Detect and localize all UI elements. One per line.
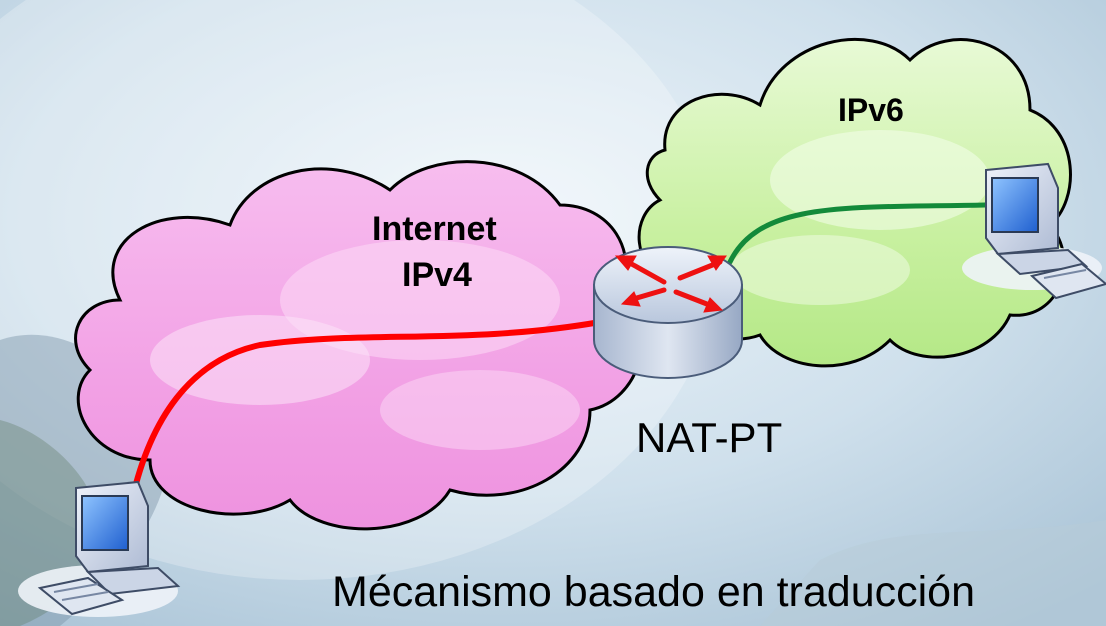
router-icon (593, 246, 743, 379)
ipv4-cloud (74, 160, 643, 531)
desktop-computer-icon (962, 162, 1106, 300)
ipv4-cloud-label-line2: IPv4 (402, 256, 472, 294)
desktop-computer-icon (18, 480, 181, 617)
diagram-caption: Mécanismo basado en traducción (332, 568, 975, 616)
ipv6-cloud-label: IPv6 (838, 92, 904, 128)
router-label: NAT-PT (636, 414, 783, 461)
ipv4-link (129, 319, 603, 503)
ipv4-cloud-label-line1: Internet (372, 210, 497, 248)
ipv6-link (727, 202, 988, 265)
